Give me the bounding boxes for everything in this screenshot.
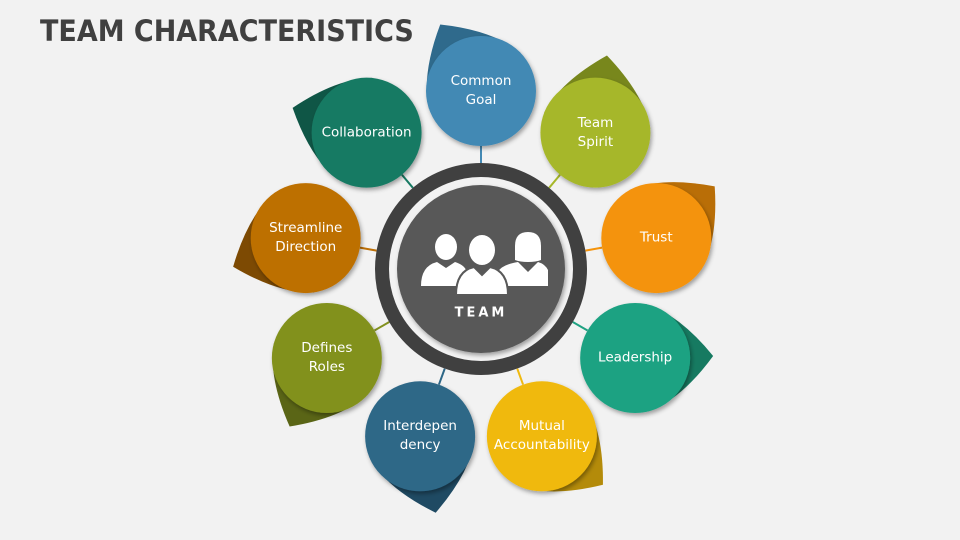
mutual-accountability-circle — [486, 381, 597, 492]
label-line: Accountability — [493, 437, 590, 454]
team-spirit-circle — [540, 77, 651, 188]
connector-line — [572, 321, 589, 332]
connector-line — [548, 174, 561, 189]
label-line: Team — [577, 114, 614, 131]
common-goal-circle — [426, 36, 536, 146]
interdependency-circle — [365, 381, 476, 492]
outer-ring — [375, 163, 587, 375]
connector-line — [585, 246, 603, 252]
label-line: Direction — [275, 239, 337, 256]
label-line: Trust — [639, 229, 673, 246]
label-line: dency — [399, 437, 441, 454]
trust-circle — [601, 183, 712, 294]
label-line: Defines — [301, 340, 353, 356]
label-line: Spirit — [577, 133, 614, 150]
collaboration-label: Collaboration — [312, 123, 422, 142]
label-line: Interdepen — [383, 418, 457, 435]
connector-line — [516, 368, 525, 385]
leadership-label: Leadership — [580, 349, 690, 368]
label-line: Collaboration — [321, 124, 412, 141]
connector-line — [373, 321, 390, 332]
center-circle — [397, 185, 565, 353]
label-line: Common — [450, 73, 512, 89]
page-title: TEAM CHARACTERISTICS — [40, 14, 414, 48]
label-line: Mutual — [518, 418, 565, 435]
connector-line — [437, 368, 446, 385]
collaboration-circle — [311, 77, 422, 188]
label-line: Leadership — [598, 349, 673, 366]
connector-line — [401, 174, 414, 189]
connector-line — [359, 246, 377, 252]
label-line: Streamline — [269, 220, 343, 237]
streamline-direction-circle — [250, 183, 361, 294]
label-line: Goal — [465, 92, 497, 108]
team-people-icon — [421, 232, 548, 296]
label-line: Roles — [308, 359, 345, 375]
trust-label: Trust — [601, 229, 711, 248]
leadership-circle — [580, 303, 691, 413]
defines-roles-circle — [271, 303, 382, 413]
center-label: TEAM — [454, 305, 508, 321]
interdependency-label: Interdepen dency — [365, 417, 475, 455]
